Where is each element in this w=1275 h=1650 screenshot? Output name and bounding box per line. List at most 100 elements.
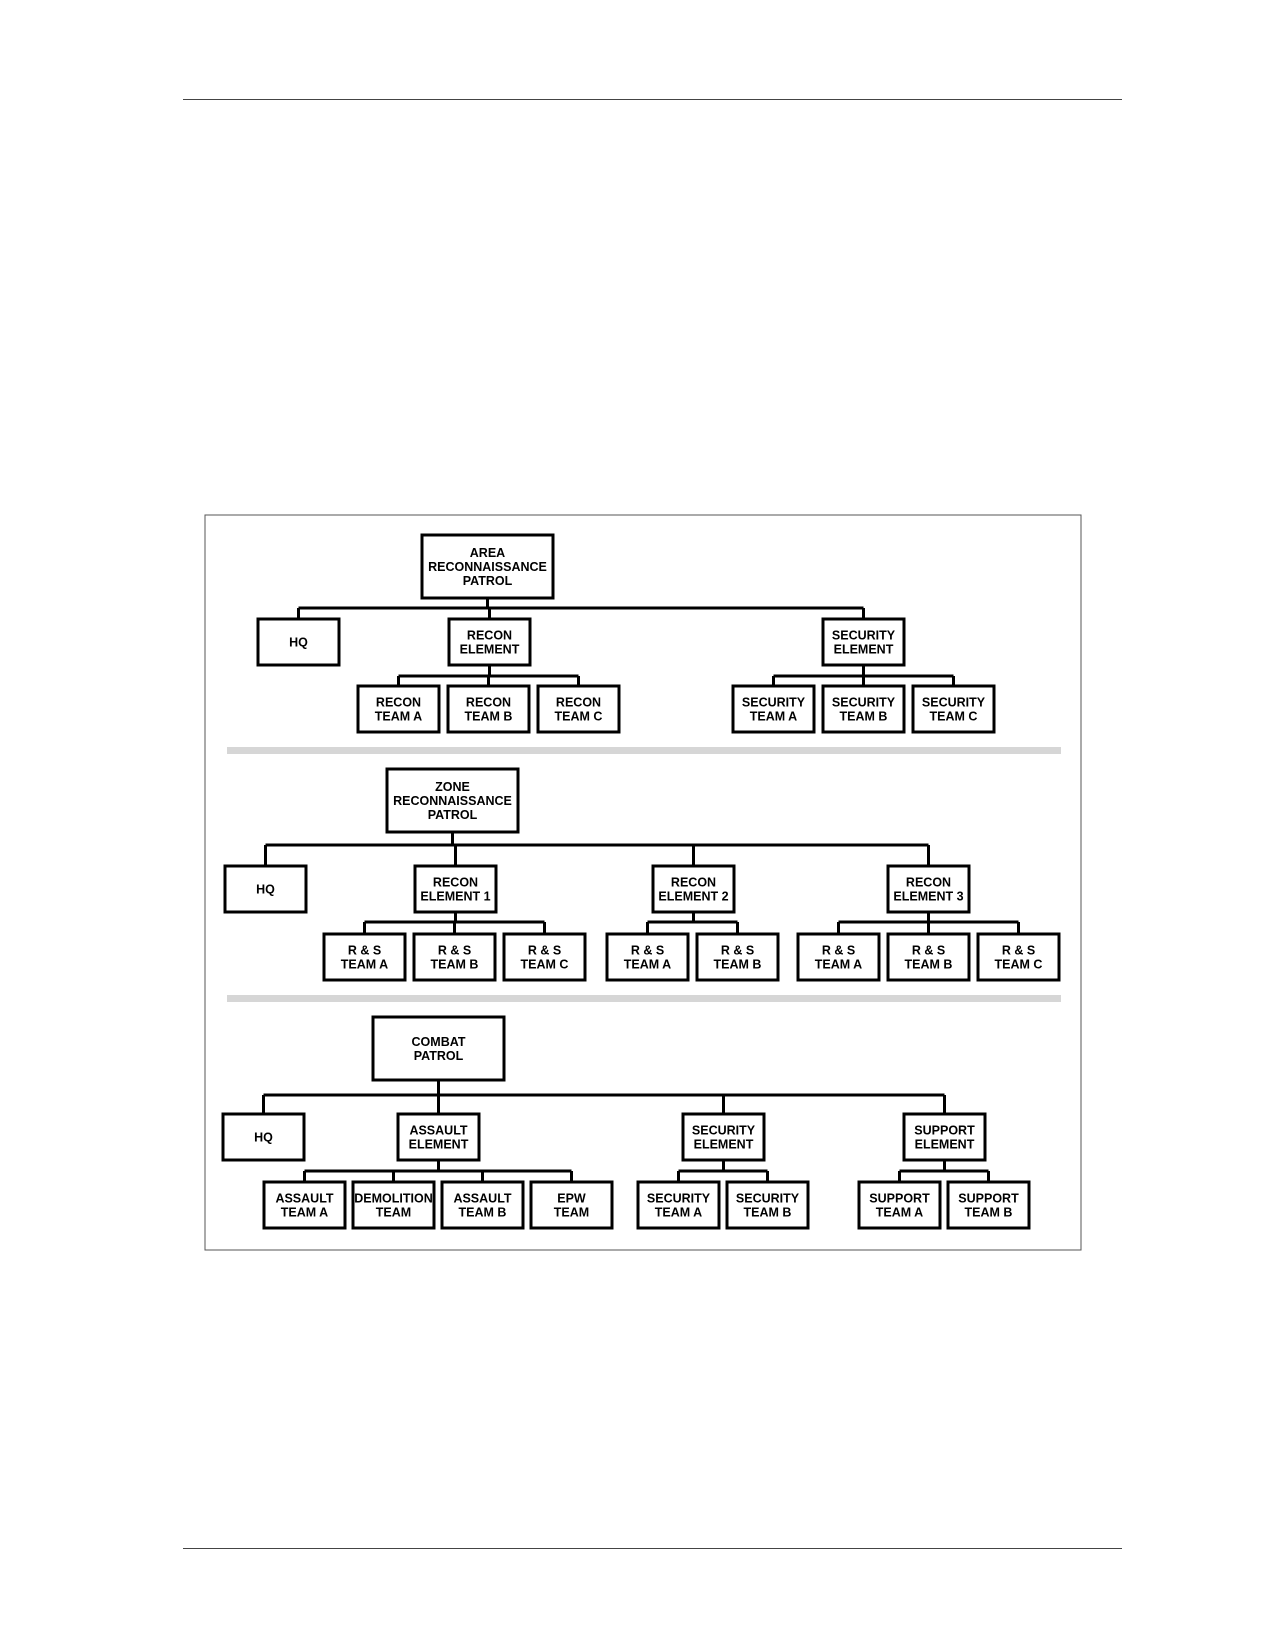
org-box [502,932,587,982]
org-box-label-line: R & S [528,944,561,958]
org-box-label-line: TEAM A [375,710,422,724]
org-box [857,1180,942,1230]
header-rule [183,99,1122,100]
org-box-label-line: TEAM C [521,958,569,972]
org-box-label-line: R & S [1002,944,1035,958]
org-box [725,1180,810,1230]
org-box-label-line: SECURITY [922,696,986,710]
org-box [651,864,736,914]
org-box-label-line: TEAM A [876,1206,923,1220]
org-box [256,617,341,667]
org-box [356,684,441,734]
org-box [886,864,971,914]
org-box [529,1180,614,1230]
org-box-label-line: PATROL [414,1049,464,1063]
org-node-hq: HQ [223,864,308,914]
org-box-label-line: EPW [557,1192,586,1206]
org-box-label-line: SUPPORT [914,1124,975,1138]
org-box-label-line: R & S [912,944,945,958]
org-box-label-line: ELEMENT 1 [420,890,490,904]
org-box [796,932,881,982]
org-box [385,767,520,834]
org-box-label-line: SUPPORT [958,1192,1019,1206]
org-box-label-line: TEAM B [744,1206,792,1220]
org-box-label-line: TEAM A [341,958,388,972]
org-box-label-line: RECON [467,629,512,643]
org-box-label-line: TEAM A [655,1206,702,1220]
org-box-label-line: ELEMENT 2 [658,890,728,904]
org-box-label-line: R & S [631,944,664,958]
org-box [420,533,555,600]
org-box-label-line: ELEMENT [409,1138,469,1152]
org-box-label-line: RECON [466,696,511,710]
org-box-label-line: TEAM C [930,710,978,724]
org-box-label-line: RECON [556,696,601,710]
org-box-label-line: RECON [906,876,951,890]
org-box-label-line: ELEMENT [834,643,894,657]
org-box-label-line: TEAM B [965,1206,1013,1220]
org-box-label-line: TEAM [554,1206,589,1220]
section-separator [227,995,1061,1002]
org-box [695,932,780,982]
org-box-label-line: TEAM B [431,958,479,972]
org-box-label-line: SECURITY [692,1124,756,1138]
org-box-label-line: RECON [671,876,716,890]
org-box [821,684,906,734]
org-box-label-line: SECURITY [742,696,806,710]
org-box [223,864,308,914]
org-box-label-line: SUPPORT [869,1192,930,1206]
org-box [886,932,971,982]
org-box [976,932,1061,982]
org-box-label-line: ZONE [435,780,470,794]
org-box [536,684,621,734]
org-box-label-line: ASSAULT [453,1192,511,1206]
org-box-label-line: COMBAT [412,1035,466,1049]
org-box [636,1180,721,1230]
org-box-label-line: R & S [721,944,754,958]
org-box-label-line: TEAM B [840,710,888,724]
org-box-label-line: SECURITY [832,629,896,643]
org-box-label-line: TEAM A [624,958,671,972]
org-box-label-line: HQ [289,636,308,650]
org-box-label-line: TEAM B [459,1206,507,1220]
org-box [821,617,906,667]
org-box [605,932,690,982]
org-box-label-line: AREA [470,546,505,560]
org-box-label-line: SECURITY [647,1192,711,1206]
org-box-label-line: R & S [438,944,471,958]
org-box [371,1015,506,1082]
footer-rule [183,1548,1122,1549]
org-box [262,1180,347,1230]
org-box-label-line: RECONNAISSANCE [428,560,547,574]
org-box [447,617,532,667]
section-separator [227,747,1061,754]
org-box-label-line: HQ [254,1131,273,1145]
org-box-label-line: TEAM B [905,958,953,972]
org-box-label-line: SECURITY [832,696,896,710]
org-box-label-line: ASSAULT [409,1124,467,1138]
org-box [731,684,816,734]
org-box-label-line: SECURITY [736,1192,800,1206]
